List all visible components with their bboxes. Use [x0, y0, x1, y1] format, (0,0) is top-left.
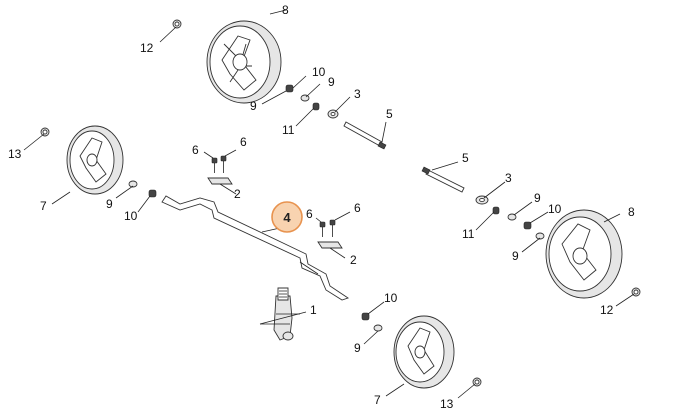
callout-3-top: 3	[354, 87, 361, 101]
callout-10-left: 10	[124, 209, 138, 223]
callout-6-a: 6	[192, 143, 199, 157]
axle-right[interactable]	[421, 166, 465, 193]
callout-10-a: 10	[312, 65, 326, 79]
leader-lines	[23, 9, 635, 399]
callout-9-right-b: 9	[512, 249, 519, 263]
wheel-left[interactable]	[66, 125, 124, 195]
callout-10-right: 10	[548, 202, 562, 216]
highlight-callout-4[interactable]: 4	[271, 201, 303, 233]
nut-right[interactable]	[492, 206, 500, 215]
callout-12-top: 12	[140, 41, 154, 55]
bracket-lower[interactable]	[317, 241, 343, 249]
bolt-bottom[interactable]	[361, 312, 383, 332]
callout-3-right: 3	[505, 171, 512, 185]
highlight-label: 4	[283, 210, 291, 225]
callout-9-b: 9	[250, 99, 257, 113]
callout-7-bottom: 7	[374, 393, 381, 407]
callout-8-right: 8	[628, 205, 635, 219]
wheel-bottom[interactable]	[393, 315, 455, 389]
axle-top[interactable]	[343, 121, 387, 150]
callout-11-right: 11	[462, 227, 475, 241]
callout-12-right: 12	[600, 303, 614, 317]
nut-left[interactable]	[40, 127, 50, 137]
callout-9-bottom: 9	[354, 341, 361, 355]
callout-9-left: 9	[106, 197, 113, 211]
wheel-top[interactable]	[206, 20, 282, 104]
washer-left[interactable]	[128, 180, 138, 188]
bracket-upper[interactable]	[207, 177, 233, 185]
callout-8-top: 8	[282, 3, 289, 17]
axle-rod[interactable]	[161, 195, 350, 301]
callout-10-bottom: 10	[384, 291, 398, 305]
callout-11-top: 11	[282, 123, 295, 137]
callout-7-left: 7	[40, 199, 47, 213]
bolt-top[interactable]	[285, 84, 320, 111]
washer-top[interactable]	[327, 109, 339, 119]
bolt-right[interactable]	[523, 221, 545, 240]
callout-1: 1	[310, 303, 317, 317]
callout-6-d: 6	[354, 201, 361, 215]
height-adjuster[interactable]	[260, 287, 300, 341]
callout-9-right-a: 9	[534, 191, 541, 205]
nut-top[interactable]	[172, 19, 182, 29]
washer-right[interactable]	[475, 195, 489, 205]
callout-6-c: 6	[306, 207, 313, 221]
callout-2-mid: 2	[350, 253, 357, 267]
callout-2-top: 2	[234, 187, 241, 201]
wheel-right[interactable]	[545, 209, 623, 299]
callout-5-top: 5	[386, 107, 393, 121]
callout-13-bottom: 13	[440, 397, 454, 411]
callout-13-left: 13	[8, 147, 22, 161]
washer-right-small[interactable]	[507, 213, 517, 221]
callout-9-a: 9	[328, 75, 335, 89]
bolt-left[interactable]	[148, 189, 157, 198]
screws-upper[interactable]	[211, 155, 227, 173]
callout-6-b: 6	[240, 135, 247, 149]
callout-labels: 8 12 10 9 9 3 5 11 13 7 9 10 6 6 2 6 6 2…	[8, 3, 635, 411]
screws-lower[interactable]	[319, 219, 336, 237]
callout-5-right: 5	[462, 151, 469, 165]
